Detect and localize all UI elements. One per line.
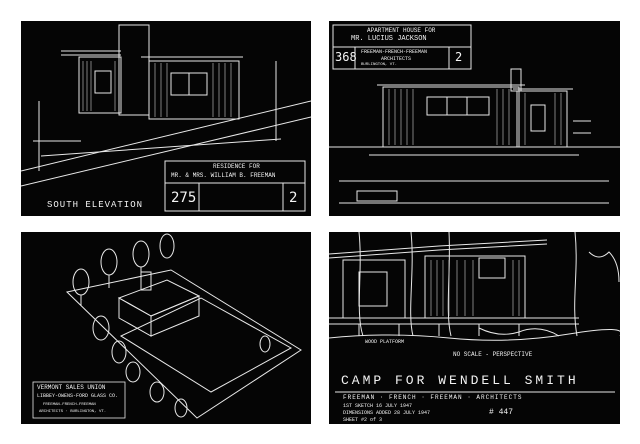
scale-note: NO SCALE - PERSPECTIVE bbox=[453, 351, 533, 358]
caption-line4: ARCHITECTS · BURLINGTON, VT. bbox=[39, 410, 107, 414]
architects-line: FREEMAN · FRENCH · FREEMAN · ARCHITECTS bbox=[343, 394, 523, 401]
dimensions-date: DIMENSIONS ADDED 28 JULY 1947 bbox=[343, 410, 431, 416]
camp-title: CAMP FOR WENDELL SMITH bbox=[341, 373, 579, 388]
title-line1: APARTMENT HOUSE FOR bbox=[367, 27, 436, 34]
platform-label: WOOD PLATFORM bbox=[365, 339, 405, 345]
blueprint-south-elevation: SOUTH ELEVATION RESIDENCE FOR MR. & MRS.… bbox=[21, 21, 311, 216]
blueprint-apartment-house: APARTMENT HOUSE FOR MR. LUCIUS JACKSON 3… bbox=[329, 21, 620, 216]
axonometric-drawing bbox=[32, 233, 302, 419]
architects-name: FREEMAN-FRENCH-FREEMAN bbox=[361, 49, 428, 55]
title-block-line2: MR. & MRS. WILLIAM B. FREEMAN bbox=[171, 172, 276, 179]
south-elevation-drawing bbox=[21, 24, 311, 212]
architects-sub: ARCHITECTS bbox=[381, 56, 412, 62]
title-block-line1: RESIDENCE FOR bbox=[213, 163, 260, 170]
blueprint-camp-perspective: WOOD PLATFORM NO SCALE - PERSPECTIVE CAM… bbox=[329, 232, 620, 424]
drawing-number: # 447 bbox=[489, 408, 514, 417]
sketch-date: 1ST SKETCH 16 JULY 1947 bbox=[343, 403, 413, 409]
location: BURLINGTON, VT. bbox=[361, 63, 398, 67]
project-number: 275 bbox=[171, 190, 197, 206]
sheet-count: SHEET #2 of 3 bbox=[343, 417, 383, 423]
camp-perspective-drawing bbox=[329, 232, 620, 393]
caption-line1: VERMONT SALES UNION bbox=[37, 384, 106, 391]
elevation-label: SOUTH ELEVATION bbox=[47, 200, 144, 210]
apartment-elevation-drawing bbox=[329, 24, 620, 204]
caption-line3: FREEMAN-FRENCH-FREEMAN bbox=[43, 403, 96, 407]
sheet-number: 2 bbox=[455, 50, 463, 64]
project-number: 368 bbox=[335, 50, 357, 64]
sheet-number: 2 bbox=[289, 190, 298, 206]
blueprint-axonometric-site: VERMONT SALES UNION LIBBEY-OWENS-FORD GL… bbox=[21, 232, 311, 424]
caption-line2: LIBBEY-OWENS-FORD GLASS CO. bbox=[37, 393, 119, 399]
title-line2: MR. LUCIUS JACKSON bbox=[351, 35, 427, 43]
